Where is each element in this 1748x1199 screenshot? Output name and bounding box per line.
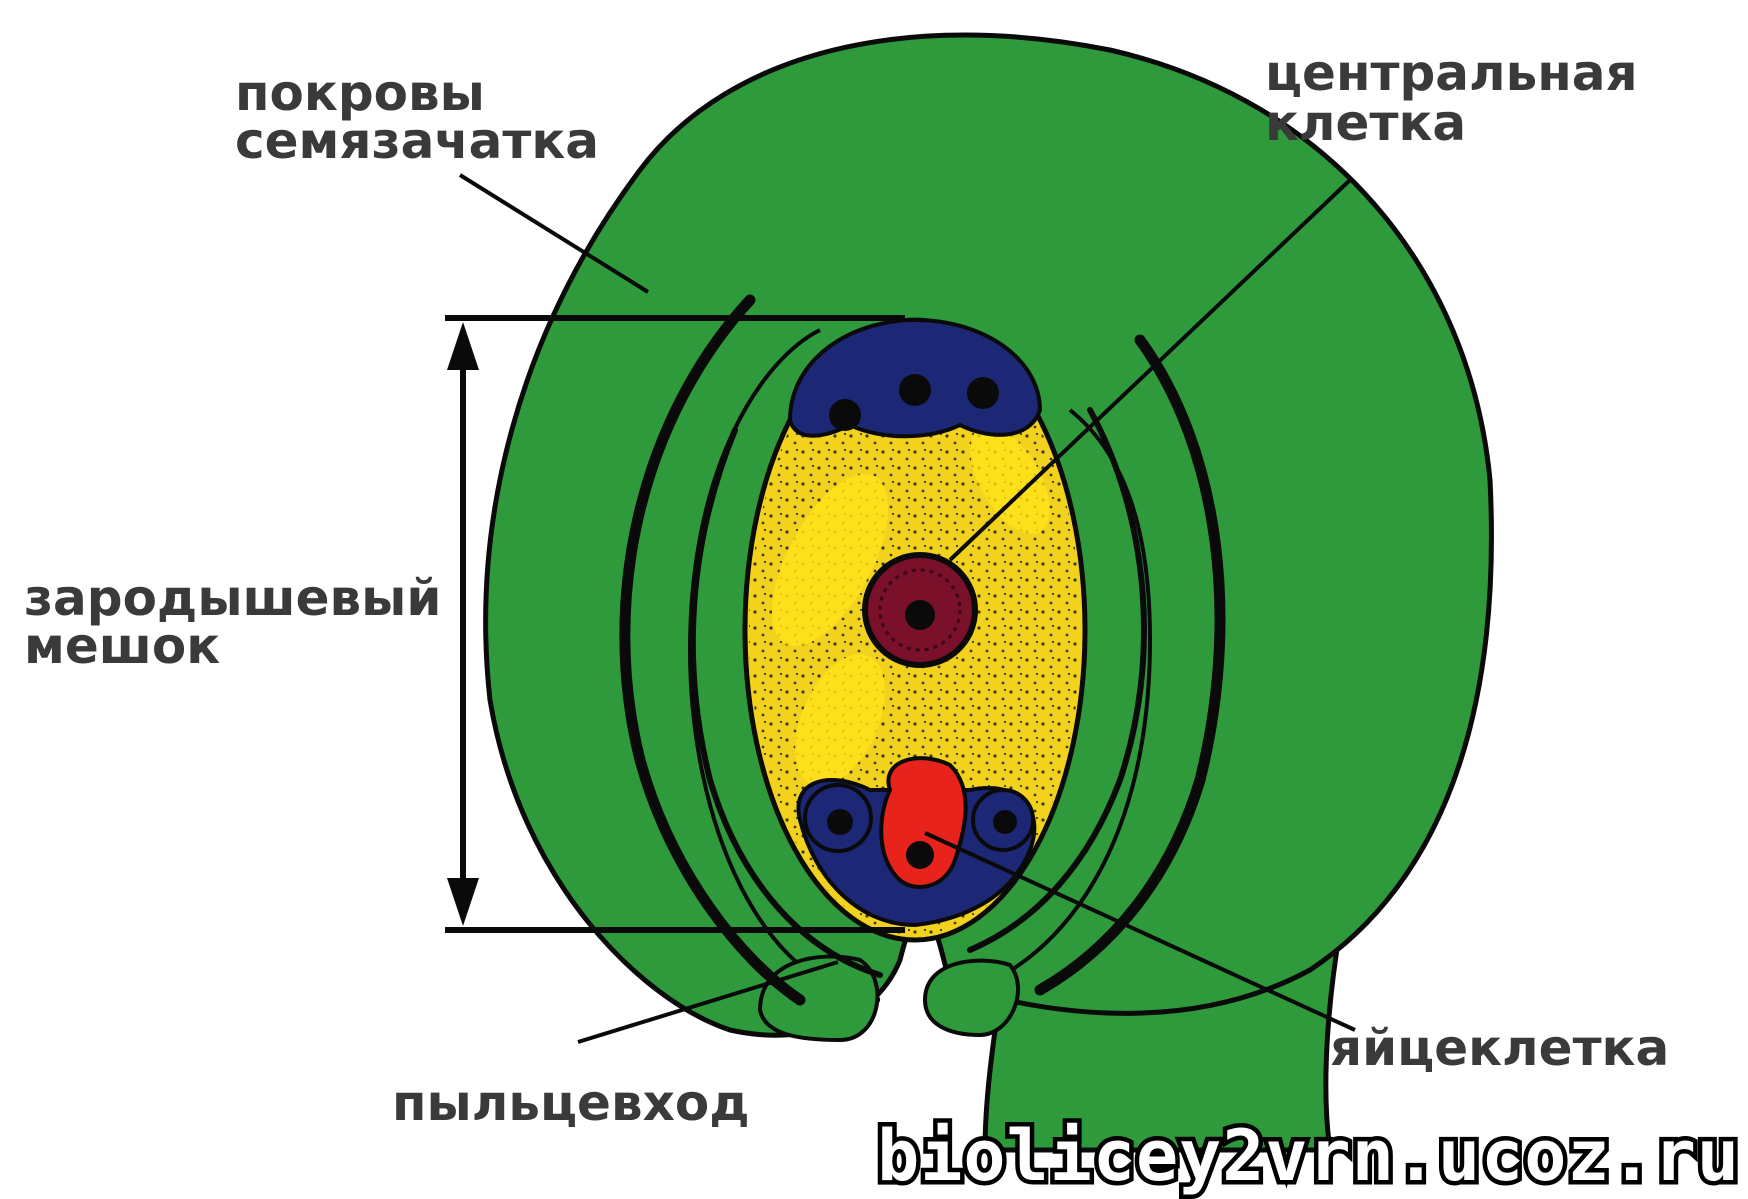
egg-nucleus <box>906 841 934 869</box>
central-cell-nucleus <box>865 555 975 665</box>
label-micropyle: пыльцевход <box>392 1074 750 1132</box>
micropyle-lobe-right <box>925 961 1018 1035</box>
label-embryo-sac: зародышевый мешок <box>24 569 459 675</box>
label-central-cell: центральная клетка <box>1265 44 1655 152</box>
label-integument: покровы семязачатка <box>235 64 599 170</box>
watermark: biolicey2vrn.ucoz.ru <box>877 1115 1740 1197</box>
label-egg-cell: яйцеклетка <box>1330 1019 1669 1077</box>
